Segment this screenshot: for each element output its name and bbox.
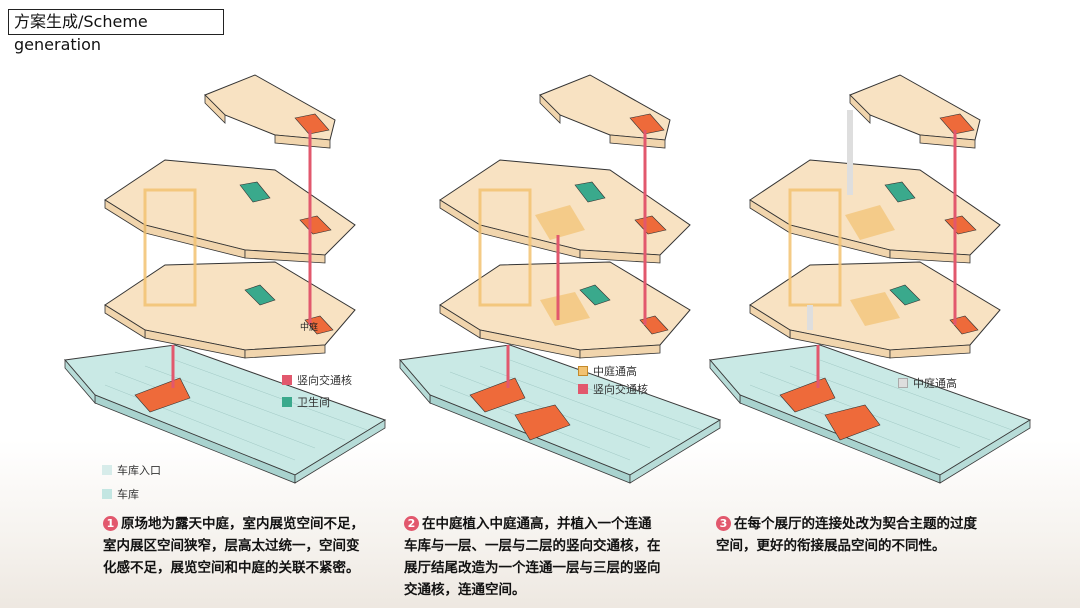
caption-line: 室内展区空间狭窄，层高太过统一，空间变 [103,538,360,554]
diagram-panel-3 [708,73,1032,485]
caption-line: 展厅结尾改造为一个连通一层与三层的竖向 [404,560,661,576]
step-number-1: 1 [103,516,118,531]
legend-label: 车库入口 [117,464,161,477]
legend-swatch [102,489,112,499]
caption-text: 在中庭植入中庭通高，并植入一个连通 [422,516,652,532]
page-title-continuation: generation [14,35,102,54]
legend-label: 车库 [117,488,139,501]
legend-item-atrium-void-2: 中庭通高 [578,363,637,379]
caption-line: 空间，更好的衔接展品空间的不同性。 [716,538,946,554]
legend-label: 卫生间 [297,396,330,409]
legend-swatch [282,397,292,407]
legend-swatch [578,384,588,394]
title-frame [8,9,224,35]
caption-line: 交通核，连通空间。 [404,582,526,598]
legend-label: 中庭通高 [913,377,957,390]
caption-line: 车库与一层、一层与二层的竖向交通核，在 [404,538,661,554]
legend-swatch [102,465,112,475]
legend-swatch [578,366,588,376]
legend-swatch [282,375,292,385]
legend-item-core-1: 竖向交通核 [282,372,352,388]
background-haze [0,440,1080,608]
legend-item-garage-entrance: 车库入口 [102,462,161,478]
diagram-panel-1 [63,73,387,485]
diagram-panel-2 [398,73,722,485]
step-number-2: 2 [404,516,419,531]
page-title: 方案生成/Scheme [14,12,148,31]
legend-item-restroom: 卫生间 [282,394,330,410]
caption-text: 在每个展厅的连接处改为契合主题的过度 [734,516,977,532]
legend-label: 竖向交通核 [593,383,648,396]
caption-line: 化感不足，展览空间和中庭的关联不紧密。 [103,560,360,576]
atrium-tag: 中庭 [300,323,319,333]
step-number-3: 3 [716,516,731,531]
legend-label: 竖向交通核 [297,374,352,387]
legend-swatch [898,378,908,388]
legend-item-core-2: 竖向交通核 [578,381,648,397]
legend-item-atrium-void-3: 中庭通高 [898,375,957,391]
caption-text: 原场地为露天中庭，室内展览空间不足， [121,516,364,532]
legend-item-garage: 车库 [102,486,139,502]
legend-label: 中庭通高 [593,365,637,378]
